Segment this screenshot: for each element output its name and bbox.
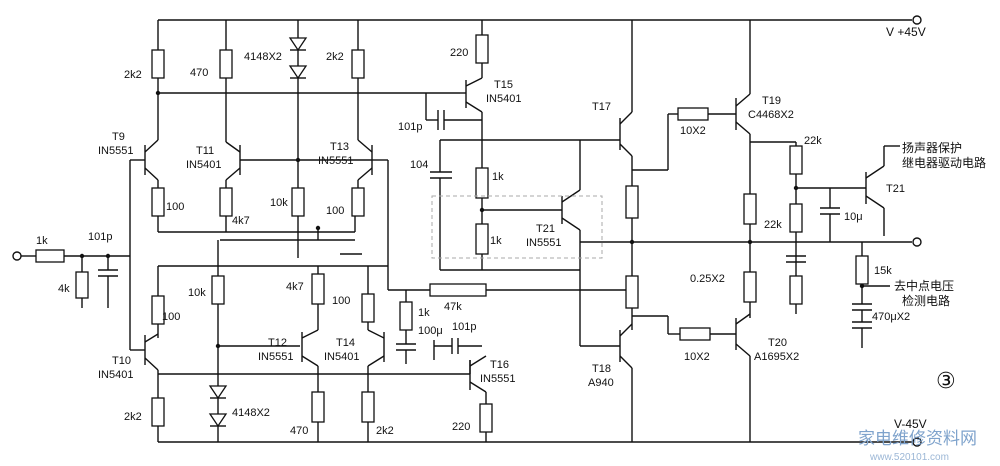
- note-midpoint-line1: 去中点电压: [894, 278, 954, 293]
- label-t20: T20: [768, 337, 787, 349]
- label-c100u: 100μ: [418, 325, 443, 337]
- input-network: [12, 160, 131, 350]
- label-c101p: 101p: [88, 231, 112, 243]
- mirror-stage: [130, 225, 470, 442]
- label-r1k-input: 1k: [36, 235, 48, 247]
- label-t15: T15: [494, 79, 513, 91]
- label-r10k-b: 10k: [188, 287, 206, 299]
- label-r1k-a: 1k: [492, 171, 504, 183]
- label-t12: T12: [268, 337, 287, 349]
- label-t9-model: IN5551: [98, 145, 133, 157]
- label-rail-positive: V +45V: [886, 25, 926, 39]
- label-r1k-b: 1k: [490, 235, 502, 247]
- protection-network: [750, 141, 900, 348]
- label-r4k7-a: 4k7: [232, 215, 250, 227]
- label-r025: 0.25X2: [690, 273, 725, 285]
- label-r220-a: 220: [450, 47, 468, 59]
- output-stage: [580, 20, 757, 442]
- component-labels: V +45V V-45V 1k 4k 101p T9 IN5551 T10 IN…: [36, 25, 986, 463]
- label-diode-b: 4148X2: [232, 407, 270, 419]
- note-protection-line2: 继电器驱动电路: [902, 155, 986, 170]
- label-c104: 104: [410, 159, 428, 171]
- label-r4k: 4k: [58, 283, 70, 295]
- label-t16-model: IN5551: [480, 373, 515, 385]
- label-t10-model: IN5401: [98, 369, 133, 381]
- note-midpoint: 去中点电压 检测电路: [894, 278, 957, 308]
- label-r10k-a: 10k: [270, 197, 288, 209]
- label-r2k2-c: 2k2: [124, 411, 142, 423]
- label-t21: T21: [536, 223, 555, 235]
- label-c101p-c: 101p: [452, 321, 476, 333]
- label-r100-a: 100: [166, 201, 184, 213]
- label-t18-model: A940: [588, 377, 614, 389]
- label-t20-model: A1695X2: [754, 351, 799, 363]
- label-r4k7-b: 4k7: [286, 281, 304, 293]
- label-r2k2-d: 2k2: [376, 425, 394, 437]
- label-r100-d: 100: [332, 295, 350, 307]
- label-r470-a: 470: [190, 67, 208, 79]
- label-c101p-b: 101p: [398, 121, 422, 133]
- label-t21-out: T21: [886, 183, 905, 195]
- label-t9: T9: [112, 131, 125, 143]
- label-t21-model: IN5551: [526, 237, 561, 249]
- label-t19: T19: [762, 95, 781, 107]
- label-r10x2-b: 10X2: [684, 351, 710, 363]
- label-r100-b: 100: [326, 205, 344, 217]
- label-r470-b: 470: [290, 425, 308, 437]
- note-midpoint-line2: 检测电路: [902, 293, 950, 308]
- label-r1k-c: 1k: [418, 307, 430, 319]
- label-r220-b: 220: [452, 421, 470, 433]
- label-t11-model: IN5401: [186, 159, 221, 171]
- label-r47k: 47k: [444, 301, 462, 313]
- label-r2k2-a: 2k2: [124, 69, 142, 81]
- note-protection-line1: 扬声器保护: [902, 140, 962, 155]
- label-t11: T11: [196, 145, 214, 157]
- label-t14-model: IN5401: [324, 351, 359, 363]
- label-c470u: 470μX2: [872, 311, 910, 323]
- watermark-brand: 家电维修资料网: [858, 429, 977, 448]
- label-r100-c: 100: [162, 311, 180, 323]
- input-stage: [130, 20, 460, 290]
- label-t15-model: IN5401: [486, 93, 521, 105]
- rail-output: [580, 237, 922, 247]
- label-r10x2-a: 10X2: [680, 125, 706, 137]
- label-r22k-b: 22k: [764, 219, 782, 231]
- rail-positive: [158, 15, 922, 25]
- label-t13-model: IN5551: [318, 155, 353, 167]
- label-t12-model: IN5551: [258, 351, 293, 363]
- rail-negative: [158, 437, 922, 447]
- figure-mark: ③: [936, 368, 956, 393]
- label-t16: T16: [490, 359, 509, 371]
- label-c10u: 10μ: [844, 211, 863, 223]
- label-t14: T14: [336, 337, 355, 349]
- label-t18: T18: [592, 363, 611, 375]
- label-t13: T13: [330, 141, 349, 153]
- label-t17: T17: [592, 101, 611, 113]
- label-t10: T10: [112, 355, 131, 367]
- vas-stage: [388, 20, 632, 442]
- label-r22k-a: 22k: [804, 135, 822, 147]
- label-rail-negative: V-45V: [894, 417, 927, 431]
- label-r15k: 15k: [874, 265, 892, 277]
- label-r2k2-b: 2k2: [326, 51, 344, 63]
- label-diode-a: 4148X2: [244, 51, 282, 63]
- note-protection: 扬声器保护 继电器驱动电路: [902, 140, 986, 170]
- watermark-url: www.520101.com: [869, 452, 949, 463]
- label-t19-model: C4468X2: [748, 109, 794, 121]
